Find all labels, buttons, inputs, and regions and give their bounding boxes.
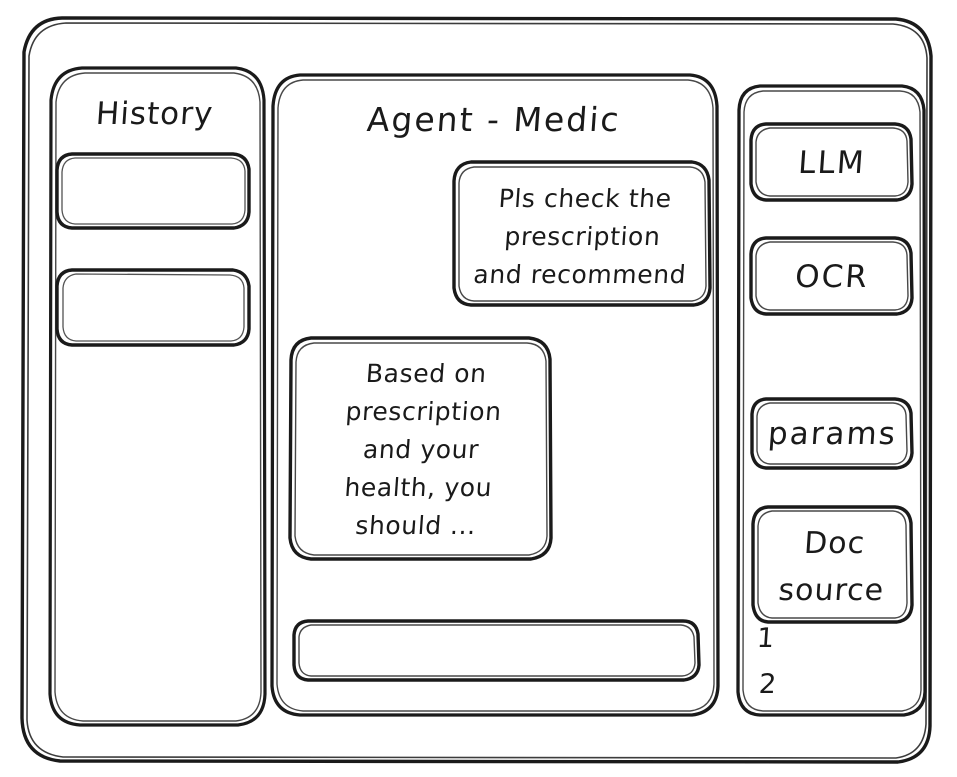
doc-source-item-1[interactable]: 1 xyxy=(753,618,913,662)
tool-button-params-label: params xyxy=(766,416,899,452)
tool-button-ocr-label: OCR xyxy=(793,259,871,295)
doc-source-box[interactable]: Doc source xyxy=(753,506,913,623)
history-item-1[interactable] xyxy=(57,152,249,230)
history-item-2[interactable] xyxy=(57,268,249,347)
tool-button-ocr[interactable]: OCR xyxy=(751,236,913,315)
message-bubble-assistant-text: Based on prescription and your health, y… xyxy=(343,359,503,540)
agent-panel-title: Agent - Medic xyxy=(365,100,622,139)
tool-button-params[interactable]: params xyxy=(752,398,913,469)
tool-button-llm[interactable]: LLM xyxy=(751,122,913,201)
message-input[interactable] xyxy=(294,621,700,681)
tool-button-llm-label: LLM xyxy=(797,145,867,181)
doc-source-label: Doc source xyxy=(777,526,886,608)
message-bubble-user-text: Pls check the prescription and recommend xyxy=(472,184,688,289)
doc-source-item-2-label: 2 xyxy=(757,669,779,700)
history-panel-title: History xyxy=(94,96,215,132)
message-bubble-assistant: Based on prescription and your health, y… xyxy=(290,337,552,560)
doc-source-item-2[interactable]: 2 xyxy=(753,664,913,708)
message-bubble-user: Pls check the prescription and recommend xyxy=(454,160,711,306)
doc-source-item-1-label: 1 xyxy=(755,623,777,654)
